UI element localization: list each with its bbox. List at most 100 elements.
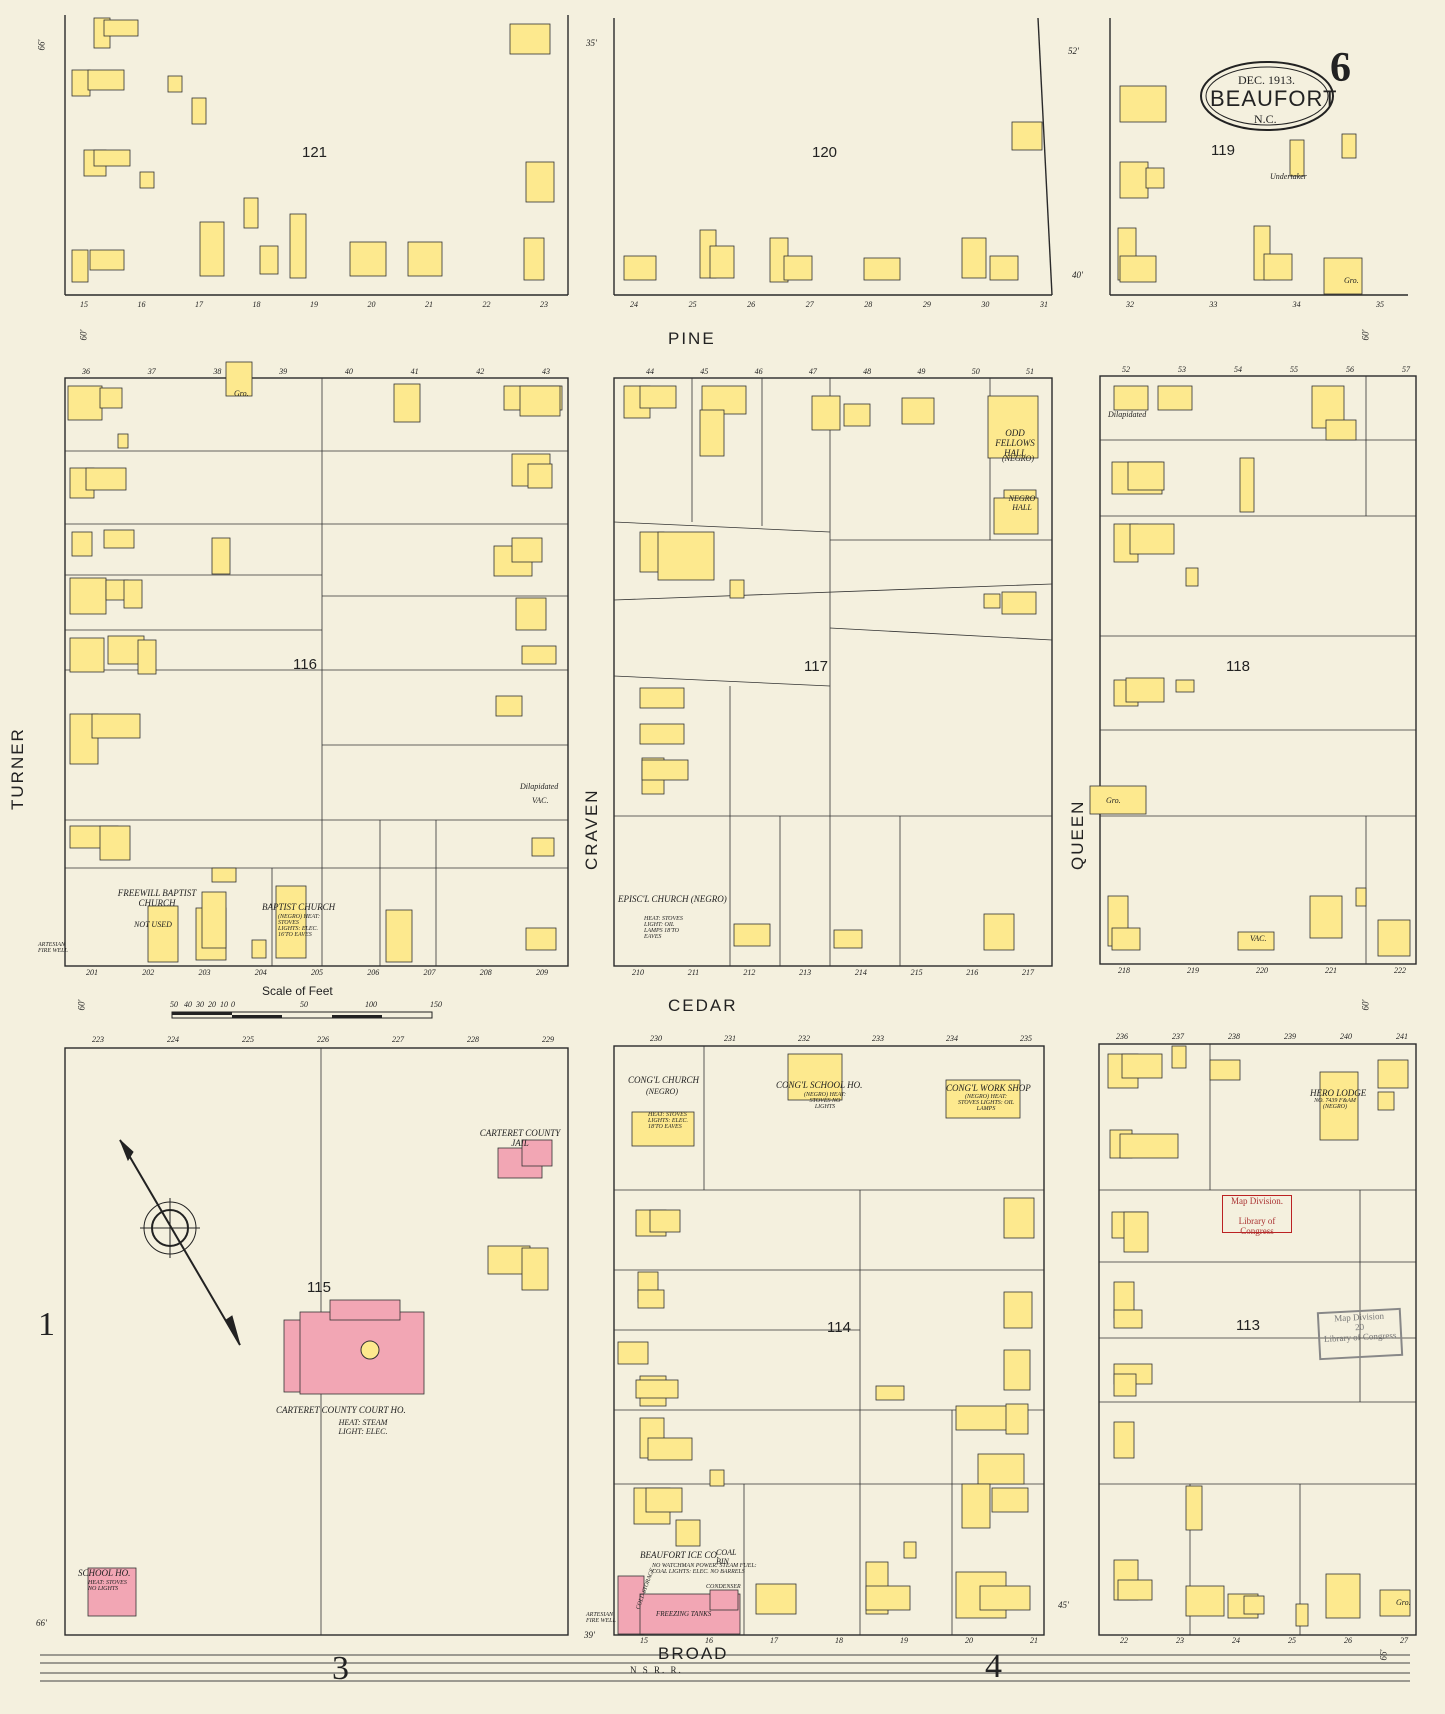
dimension-7: 60' [76, 999, 87, 1011]
frame-building [385, 909, 413, 963]
block-number-119: 119 [1211, 142, 1235, 159]
frame-building [641, 759, 689, 781]
frame-building [1127, 461, 1165, 491]
title-town: BEAUFORT [1210, 86, 1338, 111]
block-120-east-edge [1037, 17, 1053, 296]
frame-building [811, 395, 841, 431]
lot-number: 212 [743, 968, 756, 977]
lot-number: 231 [724, 1034, 736, 1043]
frame-building [99, 387, 123, 409]
baptist-church-note: (NEGRO) HEAT: STOVES LIGHTS: ELEC. 16'TO… [278, 914, 320, 938]
brick-building [521, 1139, 553, 1167]
lot-number: 210 [632, 968, 644, 977]
lot-number: 26 [1344, 1636, 1352, 1645]
lot-number: 40 [344, 367, 353, 376]
frame-building [1003, 1349, 1031, 1391]
lot-number: 218 [1118, 966, 1130, 975]
frame-building [991, 1487, 1029, 1513]
frame-building [393, 383, 421, 423]
railroad-label: N S R. R. [630, 1665, 683, 1675]
lot-number: 239 [1284, 1032, 1296, 1041]
frame-building [71, 249, 89, 283]
lot-number: 39 [279, 367, 288, 376]
block-number-115: 115 [307, 1279, 331, 1296]
frame-building [1319, 1071, 1359, 1141]
dimension-10: 39' [584, 1630, 595, 1640]
frame-building [701, 385, 747, 415]
frame-building [117, 433, 129, 449]
lot-number: 24 [630, 300, 638, 309]
lot-number: 50 [971, 367, 980, 376]
frame-building [1113, 385, 1149, 411]
congl-workshop-label: CONG'L WORK SHOP [946, 1083, 1031, 1093]
block-116-outline [64, 377, 569, 967]
scale-tick-40: 40 [184, 1000, 192, 1009]
lot-number: 238 [1228, 1032, 1240, 1041]
brick-building [709, 1589, 739, 1611]
frame-building [1119, 255, 1157, 283]
frame-building [349, 241, 387, 277]
block-number-118: 118 [1226, 658, 1250, 675]
lot-number: 220 [1256, 966, 1268, 975]
frame-building [91, 713, 141, 739]
street-pine: PINE [668, 329, 716, 348]
artesian-well-label-2: ARTESIAN FIRE WELL [586, 1612, 616, 1624]
frame-building [225, 361, 253, 397]
lot-number: 47 [808, 367, 817, 376]
scale-bar [171, 1011, 433, 1019]
freewill-baptist-label: FREEWILL BAPTIST CHURCH [117, 888, 197, 908]
block-number-113: 113 [1236, 1317, 1260, 1334]
lot-lines [65, 376, 1416, 1635]
lot-number: 213 [799, 968, 812, 977]
frame-building [875, 1385, 905, 1401]
dimension-11: 45' [1058, 1600, 1069, 1610]
odd-fellows-hall-label: ODD FELLOWS HALL [995, 428, 1035, 458]
frame-building [1341, 133, 1357, 159]
frame-building [843, 403, 871, 427]
scale-tick-50: 50 [300, 1000, 308, 1009]
frame-building [1003, 1291, 1033, 1329]
frame-building [211, 867, 237, 883]
lot-number: 237 [1172, 1032, 1184, 1041]
episcopal-note: HEAT: STOVES LIGHT: OIL LAMPS 18'TO EAVE… [644, 916, 683, 940]
frame-building [1295, 1603, 1309, 1627]
congl-school-label: CONG'L SCHOOL HO. [776, 1080, 863, 1090]
lot-number: 23 [540, 300, 548, 309]
hero-lodge-label: HERO LODGE [1310, 1088, 1367, 1098]
frame-building [1243, 1595, 1265, 1615]
frame-building [1379, 1589, 1411, 1617]
block-118-outline [1099, 375, 1417, 965]
adjoining-sheet-left: 1 [38, 1306, 55, 1343]
baptist-church-label: BAPTIST CHURCH [262, 902, 336, 912]
frame-building [1377, 1059, 1409, 1089]
frame-building [509, 23, 551, 55]
frame-building [1117, 1579, 1153, 1601]
lot-number: 225 [242, 1035, 254, 1044]
lot-number: 48 [863, 367, 872, 376]
lot-number: 41 [410, 367, 419, 376]
block-number-114: 114 [827, 1319, 851, 1336]
lot-number: 241 [1396, 1032, 1408, 1041]
courthouse-dome [360, 1340, 380, 1360]
dimension-8: 60' [1360, 999, 1371, 1011]
building-footprints [67, 17, 1411, 1635]
gro-label-116: Gro. [234, 389, 249, 398]
frame-building [787, 1053, 843, 1101]
block-115-outline [64, 1047, 569, 1636]
lot-number: 216 [966, 968, 979, 977]
frame-building [1119, 161, 1149, 199]
frame-building [783, 255, 813, 281]
lot-number: 20 [965, 1636, 973, 1645]
lot-number: 36 [82, 367, 90, 376]
scale-tick-20: 20 [208, 1000, 216, 1009]
odd-fellows-note: (NEGRO) [1002, 454, 1034, 463]
jail-label: CARTERET COUNTY JAIL [479, 1128, 561, 1148]
frame-building [1005, 1403, 1029, 1435]
title-cartouche [1200, 61, 1334, 131]
gro-label-118: Gro. [1106, 796, 1121, 805]
lot-number: 206 [367, 968, 380, 977]
block-outlines [64, 15, 1417, 1636]
frame-building [675, 1519, 701, 1547]
episcopal-church-label: EPISC'L CHURCH (NEGRO) [618, 894, 727, 904]
